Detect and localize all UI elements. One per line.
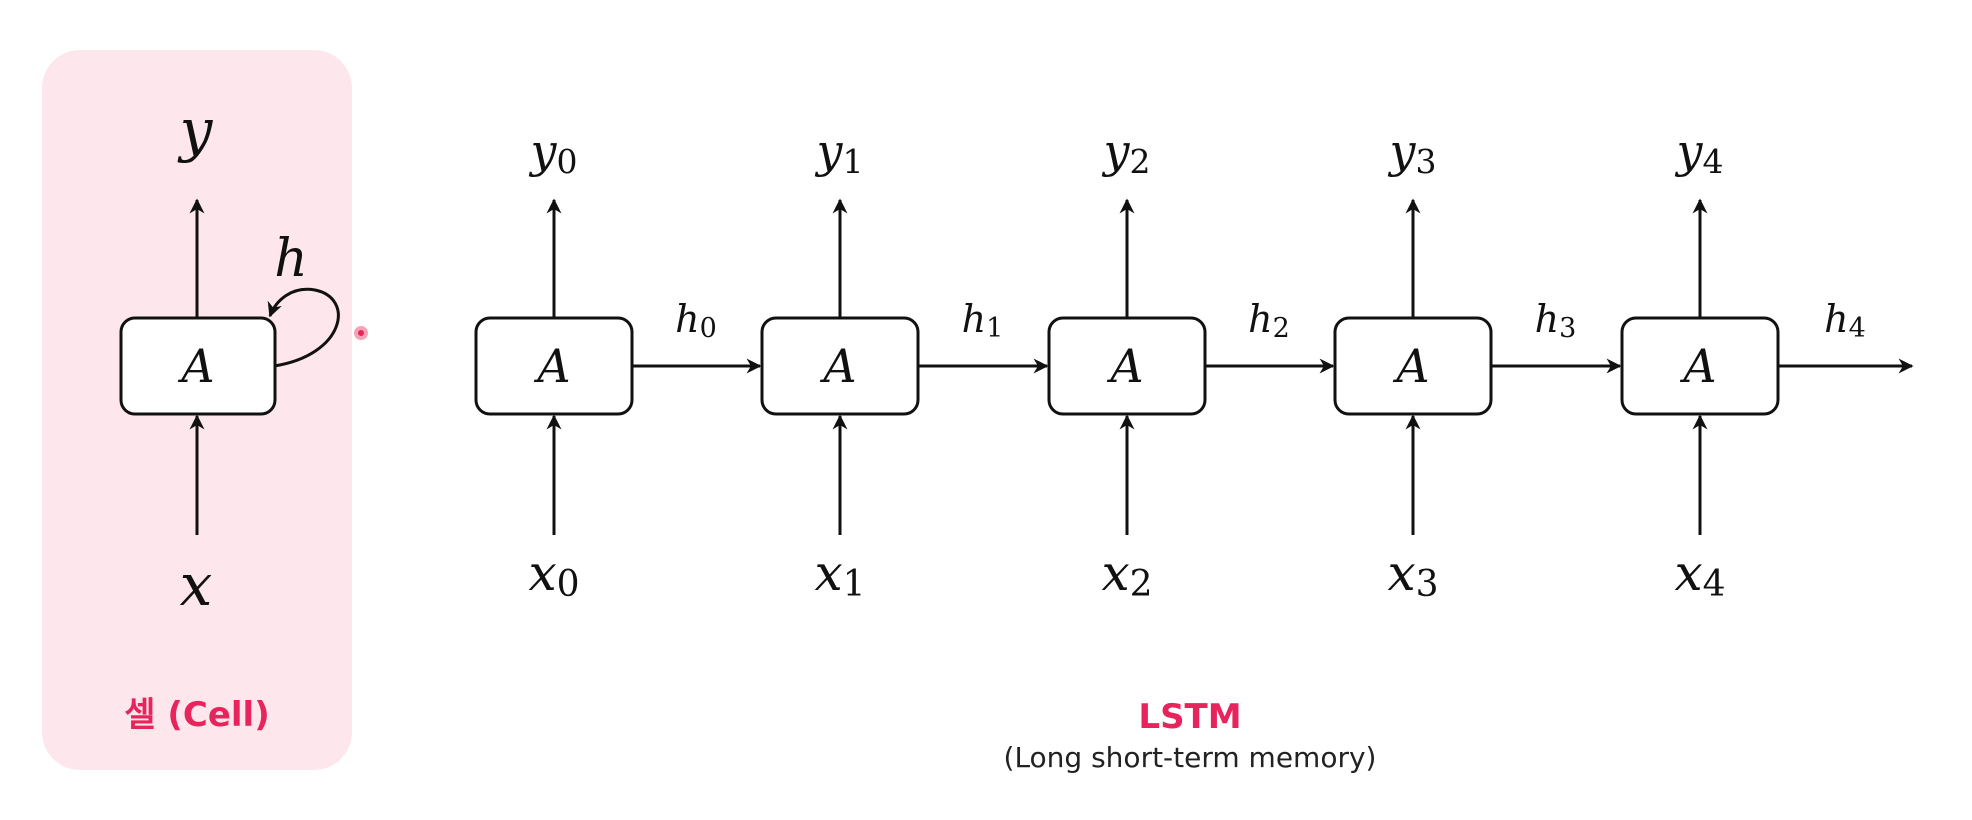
- hidden-label-4-base: h: [1824, 297, 1848, 341]
- output-label-0: y0: [529, 124, 578, 181]
- cell-box-label-4: A: [1679, 339, 1716, 393]
- cell-box-label-0: A: [533, 339, 570, 393]
- diagram-title: LSTM: [1138, 697, 1241, 737]
- output-label-3: y3: [1388, 124, 1437, 181]
- cell-box-label-2: A: [1106, 339, 1143, 393]
- hidden-label-4-subscript: 4: [1849, 313, 1866, 344]
- hidden-label-3-subscript: 3: [1559, 313, 1576, 344]
- hidden-label-2: h2: [1248, 297, 1290, 344]
- input-label-3-base: x: [1387, 544, 1415, 602]
- output-label-2: y2: [1102, 124, 1151, 181]
- cell-recurrent-loop-arrow: [267, 287, 340, 368]
- output-label-4-base: y: [1675, 124, 1704, 178]
- output-label-1-base: y: [815, 124, 844, 178]
- input-label-4-base: x: [1674, 544, 1702, 602]
- cell-box: [119, 316, 277, 416]
- input-label-2-base: x: [1101, 544, 1129, 602]
- hidden-label-2-subscript: 2: [1273, 313, 1290, 344]
- input-label-3-subscript: 3: [1416, 564, 1439, 605]
- input-label-2: x2: [1101, 544, 1152, 605]
- output-label-4: y4: [1675, 124, 1724, 181]
- cell-box-label: A: [177, 339, 214, 393]
- cell-caption: 셀 (Cell): [124, 695, 270, 735]
- cell-box-label-1: A: [819, 339, 856, 393]
- hidden-label-1: h1: [962, 297, 1004, 344]
- hidden-label-2-base: h: [1248, 297, 1272, 341]
- output-label-0-subscript: 0: [557, 142, 578, 181]
- input-label-1-subscript: 1: [843, 564, 866, 605]
- hidden-label-1-base: h: [962, 297, 986, 341]
- output-label-4-subscript: 4: [1703, 142, 1724, 181]
- pointer-dot-center: [358, 330, 364, 336]
- input-label-4-subscript: 4: [1703, 564, 1726, 605]
- output-label-2-subscript: 2: [1130, 142, 1151, 181]
- cell-hidden-label: h: [274, 229, 308, 289]
- input-label-0-base: x: [528, 544, 556, 602]
- cell-box-label-3: A: [1392, 339, 1429, 393]
- input-label-0-subscript: 0: [557, 564, 580, 605]
- input-label-0: x0: [528, 544, 579, 605]
- hidden-label-0-subscript: 0: [700, 313, 717, 344]
- diagram-subtitle: (Long short-term memory): [1004, 741, 1377, 774]
- cell-output-label: y: [177, 96, 214, 164]
- hidden-label-4: h4: [1824, 297, 1866, 344]
- output-label-3-base: y: [1388, 124, 1417, 178]
- output-label-1: y1: [815, 124, 864, 181]
- hidden-label-1-subscript: 1: [986, 313, 1003, 344]
- output-label-2-base: y: [1102, 124, 1131, 178]
- input-label-3: x3: [1387, 544, 1438, 605]
- cell-panel: y h A x 셀 (Cell): [42, 50, 352, 770]
- output-label-3-subscript: 3: [1416, 142, 1437, 181]
- hidden-label-0-base: h: [675, 297, 699, 341]
- input-label-2-subscript: 2: [1130, 564, 1153, 605]
- output-label-1-subscript: 1: [843, 142, 864, 181]
- cell-input-label: x: [180, 551, 213, 619]
- output-label-0-base: y: [529, 124, 558, 178]
- input-label-4: x4: [1674, 544, 1725, 605]
- input-label-1-base: x: [814, 544, 842, 602]
- hidden-label-3-base: h: [1535, 297, 1559, 341]
- input-label-1: x1: [814, 544, 865, 605]
- hidden-label-0: h0: [675, 297, 717, 344]
- hidden-label-3: h3: [1535, 297, 1577, 344]
